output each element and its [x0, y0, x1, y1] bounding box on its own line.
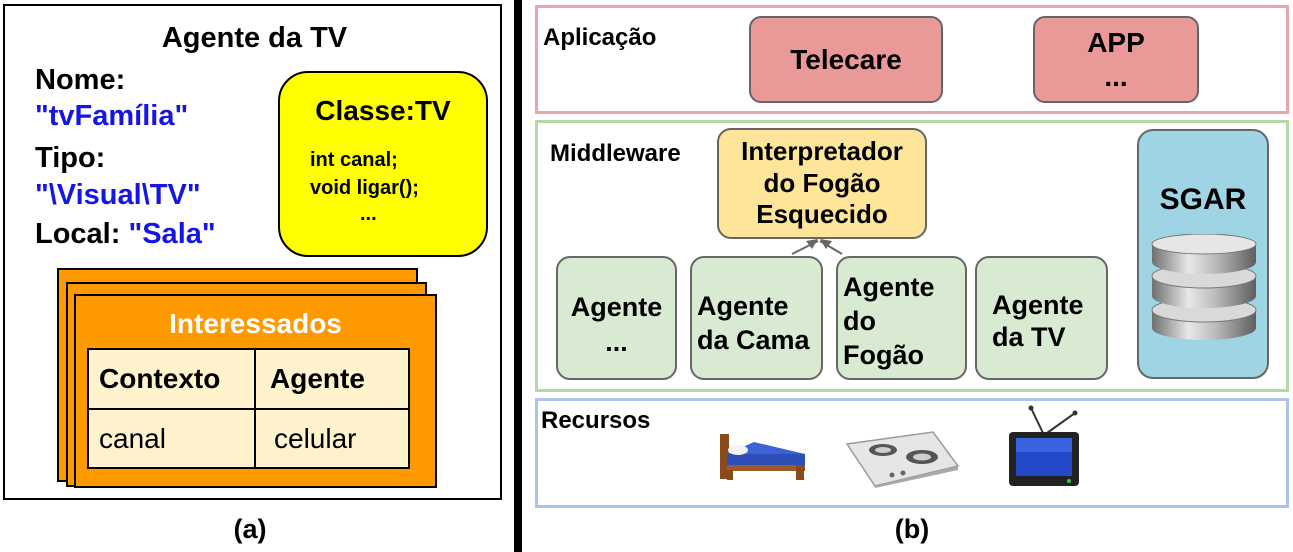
- classe-box: Classe:TV int canal; void ligar(); ...: [278, 71, 488, 257]
- tipo-value: "\Visual\TV": [35, 179, 201, 211]
- app-box-app: APP ...: [1033, 16, 1199, 103]
- local-value: "Sala": [128, 218, 216, 250]
- agent-box-generic: Agente ...: [556, 256, 677, 380]
- app-box-telecare: Telecare: [749, 16, 943, 103]
- interpretador-line: do Fogão: [763, 167, 881, 198]
- stove-icon: [845, 431, 960, 488]
- agent-line: Agente: [570, 292, 663, 322]
- classe-line: ...: [360, 203, 377, 225]
- agent-box-tv: Agente da TV: [975, 256, 1108, 380]
- agent-title: Agente da TV: [161, 22, 348, 54]
- table-header-agente: Agente: [256, 350, 408, 410]
- classe-line: int canal;: [310, 149, 398, 171]
- app-box-line: ...: [1104, 60, 1128, 92]
- layer-label-middleware: Middleware: [550, 140, 681, 167]
- layer-recursos: [535, 398, 1289, 508]
- nome-label: Nome:: [35, 64, 126, 96]
- table-header-contexto: Contexto: [89, 350, 256, 410]
- interpretador-arrows: [791, 239, 843, 255]
- local-label: Local:: [35, 218, 121, 250]
- agent-line: da Cama: [697, 325, 810, 355]
- interessados-table: Contexto Agente canal celular: [87, 348, 410, 469]
- app-box-line: APP: [1087, 26, 1145, 58]
- tipo-label: Tipo:: [35, 142, 106, 174]
- interpretador-line: Interpretador: [741, 135, 903, 166]
- agent-box-fogao: Agente do Fogão: [836, 256, 967, 380]
- layer-middleware: [535, 120, 1289, 392]
- sgar-box: SGAR: [1137, 129, 1269, 379]
- agent-line: da TV: [992, 322, 1066, 352]
- interpretador-line: Esquecido: [756, 199, 888, 230]
- agent-line: Agente: [992, 290, 1084, 320]
- nome-value: "tvFamília": [35, 100, 189, 132]
- agent-line: do: [843, 306, 876, 336]
- interpretador-box: Interpretador do Fogão Esquecido: [717, 128, 927, 239]
- table-cell-agente: celular: [274, 422, 357, 454]
- table-cell-contexto: canal: [89, 410, 256, 467]
- interessados-title: Interessados: [169, 308, 342, 339]
- arrow-head: [820, 239, 832, 249]
- agent-line: Agente: [843, 272, 935, 302]
- database-icon: [1151, 234, 1257, 340]
- arrow-head: [806, 239, 818, 249]
- divider: [514, 0, 522, 552]
- caption-b: (b): [894, 514, 930, 544]
- layer-label-aplicacao: Aplicação: [543, 24, 657, 51]
- caption-a: (a): [233, 514, 267, 544]
- classe-line: void ligar();: [310, 177, 419, 199]
- agent-line: ...: [605, 327, 628, 357]
- tv-icon: [1009, 405, 1079, 486]
- app-box-line: Telecare: [790, 43, 902, 75]
- panel-a: Agente da TV Nome: "tvFamília" Tipo: "\V…: [3, 4, 502, 500]
- layer-aplicacao: [535, 5, 1289, 114]
- classe-title: Classe:TV: [315, 95, 451, 126]
- local-line: Local: "Sala": [35, 218, 216, 251]
- agent-box-cama: Agente da Cama: [690, 256, 823, 380]
- agent-line: Fogão: [843, 340, 924, 370]
- layer-label-recursos: Recursos: [541, 407, 651, 434]
- bed-icon: [720, 434, 805, 480]
- sgar-label: SGAR: [1159, 183, 1247, 216]
- agent-line: Agente: [697, 291, 789, 321]
- tipo-value-line: "\Visual\TV": [35, 179, 201, 212]
